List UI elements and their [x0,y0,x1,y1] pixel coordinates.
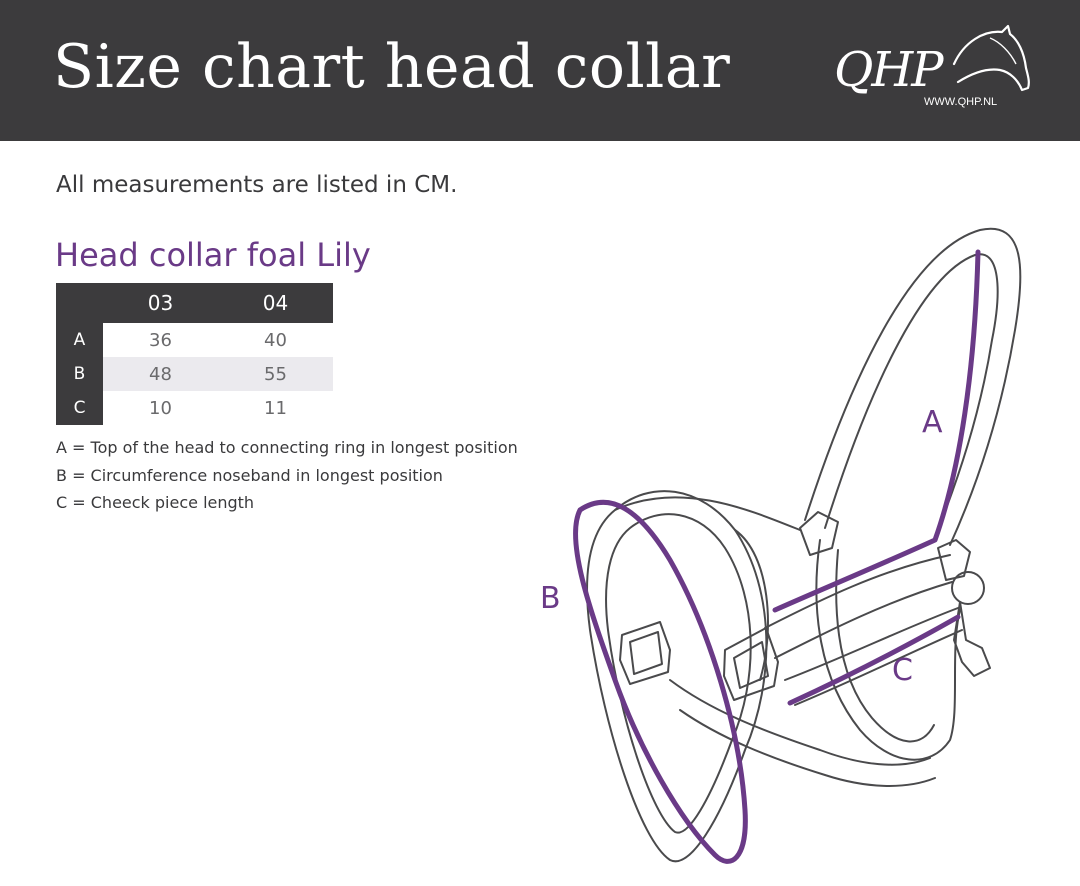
logo-url: WWW.QHP.NL [924,96,998,108]
legend-item: A = Top of the head to connecting ring i… [56,438,518,457]
row-label: C [56,391,103,425]
table-cell: 36 [149,329,172,351]
table-cell: 55 [218,357,333,391]
noseband-band-top [614,496,801,531]
page-title: Size chart head collar [53,32,731,102]
measurement-note: All measurements are listed in CM. [56,172,458,198]
horse-head-icon [952,24,1030,92]
noseband-buckle-left [619,621,671,685]
cheek-strap-upper [764,554,951,629]
section-title: Head collar foal Lily [55,236,371,274]
table-cell: 48 [103,357,218,391]
cheek-strap-lower [784,607,959,681]
table-row: B 48 55 [56,357,333,391]
column-header: 04 [218,283,333,323]
noseband-buckle-right-inner [733,641,769,689]
table-cell: 11 [264,397,287,419]
cheek-strap-upper-lower-edge [774,581,953,659]
table-cell: 10 [149,397,172,419]
noseband-buckle-left-inner [629,631,663,675]
cheek-strap-lower-bottom [794,629,963,706]
measure-line-b [572,499,748,864]
table-row: C 10 11 [56,391,333,425]
crown-buckle-left [799,511,839,556]
diagram-label-b: B [540,581,561,616]
legend-item: C = Cheeck piece length [56,493,255,512]
crown-strap-outer [804,227,1022,546]
logo-text: QHP [834,42,944,98]
crown-buckle-right [937,539,971,581]
head-collar-diagram: A B C [540,227,1022,864]
size-table: 03 04 A 36 40 B 48 55 C 10 11 [56,283,333,425]
table-row: A 36 40 [56,323,333,357]
chin-strap-lower [679,709,936,787]
column-header: 03 [103,283,218,323]
row-label: A [56,323,103,357]
legend: A = Top of the head to connecting ring i… [56,434,518,517]
header-banner: Size chart head collar QHP WWW.QHP.NL [0,0,1080,141]
measure-line-c [787,614,961,706]
row-label: B [56,357,103,391]
connecting-ring [951,571,985,605]
throat-strap-inner [835,549,935,743]
diagram-label-c: C [892,653,913,688]
measure-line-a [772,249,981,613]
crown-strap-inner [824,253,999,541]
noseband-inner [605,513,752,834]
diagram-label-a: A [922,405,943,440]
throat-strap [815,539,961,761]
chin-strap [669,679,931,766]
noseband-outer [586,490,768,863]
noseband-buckle-right [723,627,779,701]
legend-item: B = Circumference noseband in longest po… [56,465,443,485]
qhp-logo: QHP WWW.QHP.NL [826,24,1031,116]
table-cell: 40 [264,329,287,351]
table-header-row: 03 04 [56,283,333,323]
table-corner [56,283,103,323]
